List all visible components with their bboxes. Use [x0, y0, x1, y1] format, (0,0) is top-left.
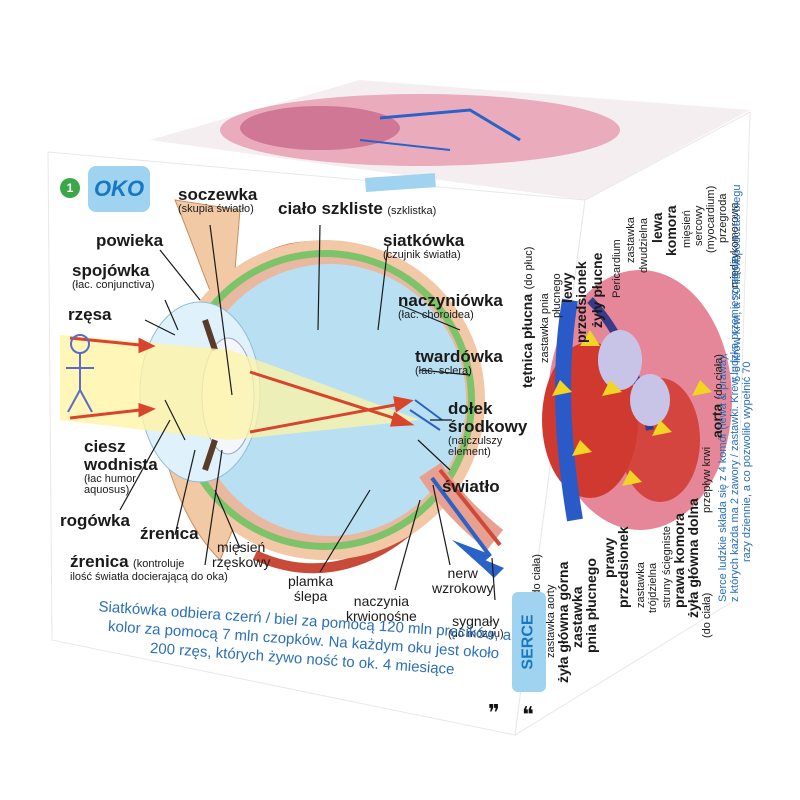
label-to-body-3: (do ciała): [701, 592, 713, 638]
label-blind-spot: plamka ślepa: [288, 573, 334, 604]
label-conjunctiva: spojówka (łac. conjunctiva): [72, 261, 155, 291]
label-pupil: źrenica: [140, 524, 199, 543]
label-light: światło: [442, 477, 500, 496]
label-signals: sygnały (do mózgu): [448, 613, 504, 640]
card-number: 1: [60, 178, 80, 198]
foot-mark-right: ❝: [522, 702, 534, 727]
heart-title: SERCE: [520, 614, 537, 670]
heart-drawing: [542, 270, 732, 530]
label-sclera: twardówka (łac. sclera): [415, 347, 503, 377]
top-face-art: [220, 94, 620, 192]
heart-text-4: 5-6 litrów krwi, a 20 litrów podczas bie…: [731, 184, 743, 382]
label-eyelash: rzęsa: [68, 305, 112, 324]
label-choroid: naczyniówka (łac. choroidea): [398, 291, 503, 321]
heart-text-1: Serce ludzkie składa się z 4 komór (lewa…: [717, 353, 729, 602]
label-vitreous: ciało szkliste (szklistka): [278, 199, 437, 218]
eye-title-badge: OKO: [88, 166, 150, 212]
label-blood-flow: przepływ krwi: [701, 446, 713, 513]
pointer-lines: [119, 224, 496, 601]
label-blood-vessels: naczynia krwionośne: [346, 593, 417, 624]
label-cornea: rogówka: [60, 511, 130, 530]
label-retina: siatkówka (czujnik światła): [383, 231, 465, 261]
foot-mark-left: ❞: [488, 700, 500, 725]
label-fovea: dołek środkowy (najczulszy element): [448, 399, 528, 459]
label-eyelid: powieka: [96, 231, 164, 250]
label-ciliary-muscle: mięsień rzęskowy: [212, 539, 271, 570]
heart-title-badge: SERCE: [512, 592, 546, 692]
label-pulmonary-veins: żyły płucne: [589, 252, 605, 328]
label-pulmonary-trunk-2: pnia płucnego: [583, 558, 599, 653]
heart-face: tętnica płucna (do płuc) zastawka pnia p…: [515, 120, 755, 740]
label-lens: soczewka (skupia światło): [178, 185, 258, 215]
eye-title: OKO: [93, 176, 145, 201]
heart-text-3: razy dziennie, a co pozwoliło wypełnić 7…: [741, 361, 753, 562]
label-aqueous: ciesz wodnista (łac humor aquosus): [84, 437, 158, 497]
label-optic-nerve: nerw wzrokowy: [432, 565, 494, 596]
eye-drawing: [60, 199, 504, 578]
label-pupil-control: źrenica (kontroluje ilość światła docier…: [70, 552, 228, 583]
